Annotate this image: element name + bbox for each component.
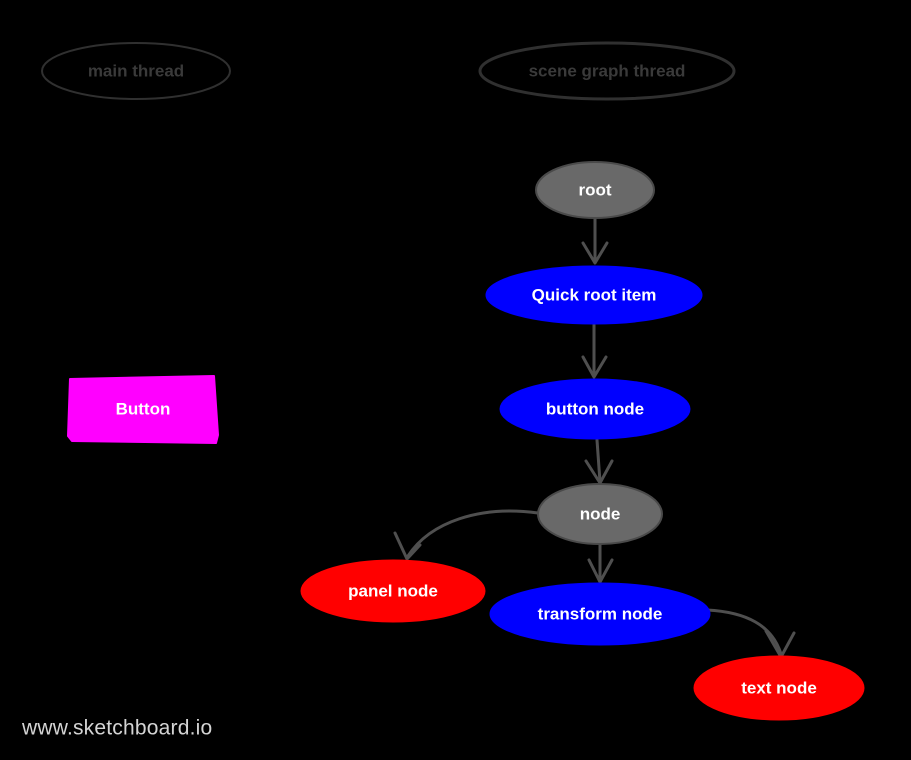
- node-transform-node-ellipse[interactable]: [489, 582, 711, 646]
- node-transform-node[interactable]: transform node: [489, 582, 711, 646]
- node-quick-root-item[interactable]: Quick root item: [485, 265, 703, 325]
- button-sketch-rect[interactable]: [67, 375, 219, 444]
- node-group: root Quick root item button node node pa…: [300, 161, 865, 721]
- edge-node-to-transform-node[interactable]: [587, 543, 614, 584]
- edge-transform-node-to-text-node[interactable]: [705, 608, 796, 659]
- node-text-node[interactable]: text node: [693, 655, 865, 721]
- node-root[interactable]: root: [535, 161, 655, 219]
- node-node-ellipse[interactable]: [537, 483, 663, 545]
- swimlane-scene-graph-thread-ellipse[interactable]: [478, 41, 736, 101]
- swimlane-main-thread-label: main thread: [88, 61, 184, 80]
- edge-line: [595, 438, 602, 484]
- node-quick-root-item-ellipse[interactable]: [485, 265, 703, 325]
- node-text-node-ellipse[interactable]: [693, 655, 865, 721]
- edge-button-node-to-node[interactable]: [584, 438, 614, 485]
- swimlane-main-thread[interactable]: main thread: [41, 42, 231, 100]
- edge-line: [705, 608, 783, 656]
- node-button-node[interactable]: button node: [499, 378, 691, 440]
- swimlane-scene-graph-thread[interactable]: scene graph thread: [478, 41, 736, 101]
- edge-node-to-panel-node[interactable]: [393, 509, 540, 561]
- arrowhead-icon: [581, 355, 608, 379]
- node-node[interactable]: node: [537, 483, 663, 545]
- edge-quick-root-item-to-button-node[interactable]: [581, 323, 608, 379]
- edge-root-to-quick-root-item[interactable]: [581, 217, 609, 265]
- swimlane-main-thread-ellipse[interactable]: [41, 42, 231, 100]
- arrowhead-icon: [587, 558, 614, 584]
- node-panel-node[interactable]: panel node: [300, 559, 486, 623]
- node-button-node-ellipse[interactable]: [499, 378, 691, 440]
- swimlane-group: main thread scene graph thread: [41, 41, 736, 101]
- edge-line: [406, 509, 540, 558]
- node-panel-node-ellipse[interactable]: [300, 559, 486, 623]
- shape-button[interactable]: Button: [67, 375, 219, 444]
- arrowhead-icon: [581, 241, 609, 265]
- watermark-label: www.sketchboard.io: [21, 717, 212, 740]
- arrowhead-icon: [393, 531, 422, 561]
- swimlane-scene-graph-thread-label: scene graph thread: [529, 61, 686, 80]
- node-root-ellipse[interactable]: [535, 161, 655, 219]
